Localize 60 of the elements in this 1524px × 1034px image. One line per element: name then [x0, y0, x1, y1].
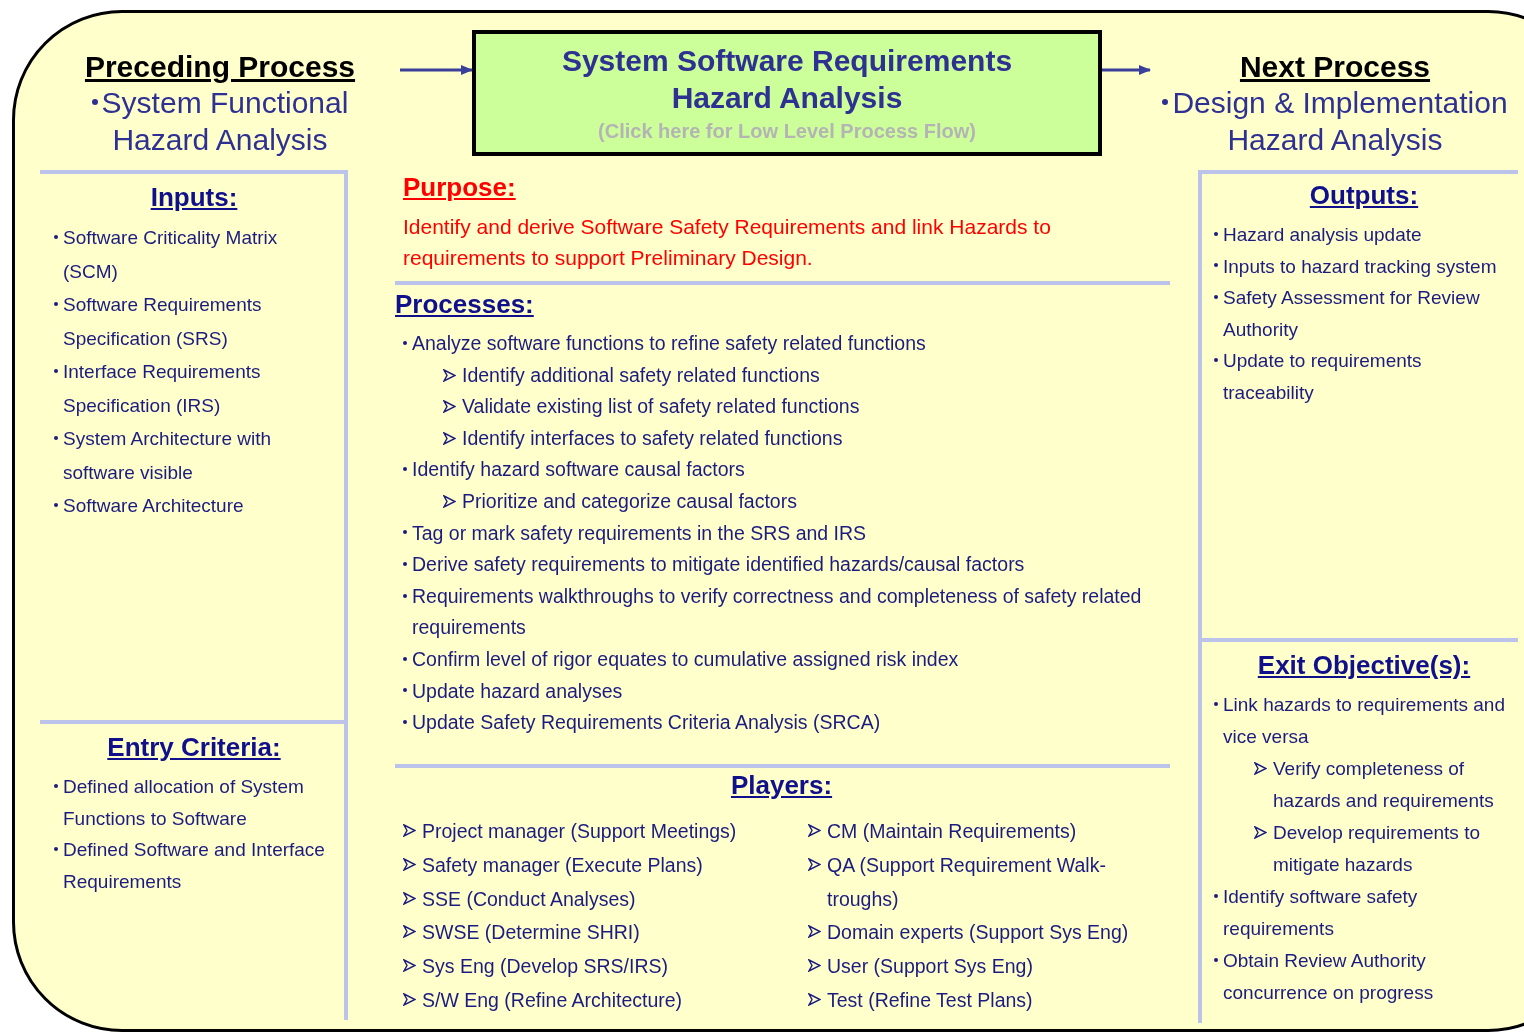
list-item: Sys Eng (Develop SRS/IRS)	[422, 954, 668, 980]
list-item: Identify software safety requirements	[1223, 885, 1419, 941]
list-item: Domain experts (Support Sys Eng)	[827, 920, 1129, 946]
list-item: SWSE (Determine SHRI)	[422, 920, 640, 946]
list-item: Project manager (Support Meetings)	[422, 819, 737, 844]
list-item: Tag or mark safety requirements in the SRS and IRS	[412, 520, 867, 546]
list-item: Test (Refine Test Plans)	[827, 988, 1033, 1013]
section-heading: Preceding Process	[83, 50, 357, 84]
list-item: SSE (Conduct Analyses)	[422, 886, 636, 912]
section-heading: Outputs:	[1308, 180, 1420, 211]
process-name: System Functional Hazard Analysis	[101, 86, 349, 156]
list-item: Validate existing list of safety related functions	[462, 394, 860, 420]
list-item: Software Criticality Matrix (SCM)	[63, 226, 279, 284]
list-item: Update Safety Requirements Criteria Analysis (SRCA)	[412, 710, 881, 736]
list-item: Analyze software functions to refine safety related functions	[412, 331, 926, 356]
list-item: Update to requirements traceability	[1223, 349, 1423, 405]
arrow	[1102, 65, 1151, 75]
list-item: Identify hazard software causal factors	[412, 457, 745, 483]
link: (Click here for Low Level Process Flow)	[598, 120, 976, 142]
section-heading: Entry Criteria:	[106, 732, 282, 763]
list-item: Confirm level of rigor equates to cumulative assigned risk index	[412, 646, 959, 672]
list-item: Derive safety requirements to mitigate identified hazards/causal factors	[412, 552, 1025, 578]
list-item: Inputs to hazard tracking system	[1223, 254, 1497, 279]
section-panel	[1198, 170, 1518, 640]
section-heading: Next Process	[1238, 50, 1432, 84]
list-item: Interface Requirements Specification (IRS)	[63, 360, 262, 418]
section-heading: Exit Objective(s):	[1256, 650, 1472, 681]
section-panel	[40, 720, 348, 1020]
process-name: Design & Implementation Hazard Analysis	[1172, 86, 1508, 156]
list-item: CM (Maintain Requirements)	[827, 819, 1077, 844]
list-item: Prioritize and categorize causal factors	[462, 488, 797, 514]
list-item: Safety Assessment for Review Authority	[1223, 286, 1481, 342]
list-item: Identify interfaces to safety related functions	[462, 425, 843, 451]
list-item: System Architecture with software visible	[63, 427, 273, 485]
list-item: Defined allocation of System Functions to Software	[63, 775, 305, 831]
list-item: Software Requirements Specification (SRS)	[63, 293, 263, 351]
section-heading: Inputs:	[149, 182, 239, 213]
section-panel	[40, 170, 348, 722]
list-item: Update hazard analyses	[412, 678, 623, 704]
list-item: User (Support Sys Eng)	[827, 954, 1033, 980]
list-item: Obtain Review Authority concurrence on progress	[1223, 949, 1435, 1005]
list-item: S/W Eng (Refine Architecture)	[422, 988, 683, 1013]
list-item: Software Architecture	[63, 494, 244, 518]
process-box	[472, 30, 1102, 156]
list-item: Hazard analysis update	[1223, 223, 1422, 247]
list-item: QA (Support Requirement Walk-troughs)	[827, 852, 1107, 912]
process-title: System Software Requirements Hazard Analysis	[560, 43, 1014, 116]
list-item: Requirements walkthroughs to verify correctness and completeness of safety related requirements	[412, 583, 1143, 641]
list-item: Verify completeness of hazards and requirements	[1273, 757, 1495, 813]
arrow	[400, 65, 473, 75]
section-panel	[1198, 638, 1518, 1023]
list-item: Link hazards to requirements and vice versa	[1223, 693, 1506, 749]
list-item: Safety manager (Execute Plans)	[422, 852, 703, 878]
list-item: Develop requirements to mitigate hazards	[1273, 821, 1481, 877]
purpose-text: Identify and derive Software Safety Requirements and link Hazards to requirements to support Preliminary Design.	[403, 214, 1052, 271]
list-item: Defined Software and Interface Requirements	[63, 838, 326, 894]
section-heading: Processes:	[395, 289, 535, 320]
section-heading: Players:	[729, 770, 834, 801]
section-heading: Purpose:	[403, 172, 517, 203]
list-item: Identify additional safety related functions	[462, 362, 820, 388]
